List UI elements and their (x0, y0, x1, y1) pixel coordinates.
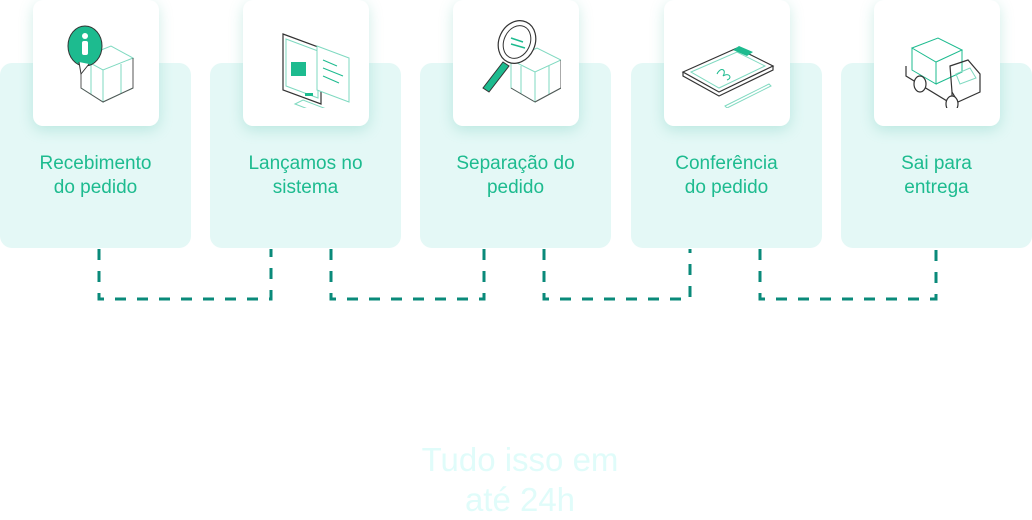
footer-line2: até 24h (464, 481, 576, 518)
magnifier-package-icon (482, 20, 561, 103)
step-icon-box (874, 0, 1000, 126)
connector-4-5 (758, 249, 938, 301)
step-label: Sai para entrega (841, 152, 1032, 200)
step-label: Conferência do pedido (631, 152, 822, 200)
step-label-line1: Recebimento (39, 153, 152, 174)
step-label-line2: do pedido (684, 177, 769, 198)
step-label: Recebimento do pedido (0, 152, 191, 200)
footer-tagline: Tudo isso em até 24h (380, 440, 660, 520)
connector-1-2 (97, 249, 273, 301)
step-label-line1: Conferência (675, 153, 778, 174)
step-label-line2: entrega (904, 177, 969, 198)
step-icon-box (664, 0, 790, 126)
step-label-line2: pedido (486, 177, 545, 198)
step-icon-box (33, 0, 159, 126)
step-connectors (97, 249, 938, 301)
step-label: Separação do pedido (420, 152, 611, 200)
step-label-line1: Lançamos no (248, 153, 363, 174)
step-label-line2: sistema (272, 177, 339, 198)
delivery-truck-icon (905, 37, 981, 108)
package-info-icon (67, 25, 135, 103)
connector-2-3 (329, 249, 486, 301)
step-icon-box (453, 0, 579, 126)
computer-monitor-icon (282, 33, 350, 108)
connector-3-4 (542, 249, 692, 301)
step-label-line1: Separação do (456, 153, 575, 174)
step-label-line1: Sai para (901, 153, 972, 174)
clipboard-icon (681, 46, 775, 108)
step-icon-box (243, 0, 369, 126)
step-label: Lançamos no sistema (210, 152, 401, 200)
footer-line1: Tudo isso em (421, 441, 619, 478)
step-label-line2: do pedido (53, 177, 138, 198)
